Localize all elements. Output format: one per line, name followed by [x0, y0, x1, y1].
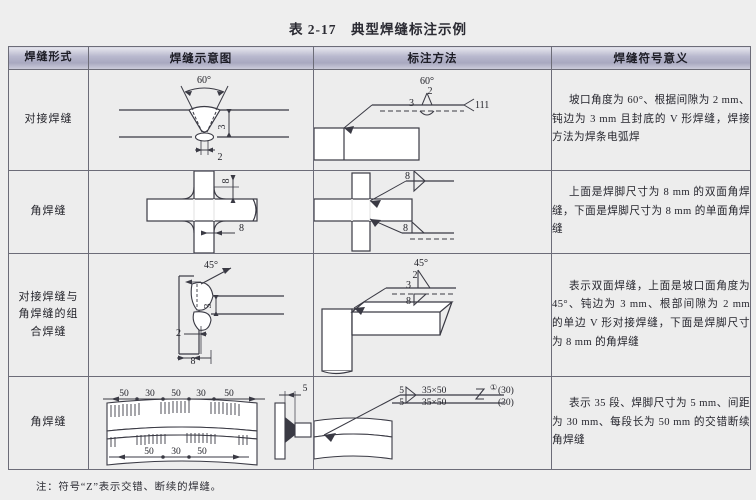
cell-meaning-3: 表示双面焊缝，上面是坡口面角度为 45°、钝边为 3 mm、根部间隙为 2 mm…: [551, 253, 751, 377]
annot-label-leg-bottom-4: 5: [399, 398, 404, 408]
weld-symbol-table: 焊缝形式 焊缝示意图 标注方法 焊缝符号意义 对接焊缝: [8, 46, 751, 470]
page-title: 表 2-17 典型焊缝标注示例: [0, 18, 756, 38]
column-header-annotation-method: 标注方法: [313, 46, 552, 70]
meaning-text-3: 表示双面焊缝，上面是坡口面角度为 45°、钝边为 3 mm、根部间隙为 2 mm…: [552, 280, 750, 348]
dim-label-seg-bottom-3: 50: [197, 447, 207, 457]
meaning-text-1: 坡口角度为 60°、根据间隙为 2 mm、钝边为 3 mm 且封底的 V 形焊缝…: [552, 95, 750, 144]
annot-label-groove-angle: 60°: [420, 76, 434, 87]
cell-weld-diagram-4: 50 30 50 30 50 50 30 50 5: [88, 376, 314, 470]
table-row: 角焊缝: [8, 170, 751, 254]
cell-annotation-2: 8 8: [313, 170, 552, 254]
figure-butt-weld-annotation: 60° 2 3 111: [314, 70, 551, 170]
cell-weld-form-4: 角焊缝: [8, 376, 89, 470]
cell-meaning-1: 坡口角度为 60°、根据间隙为 2 mm、钝边为 3 mm 且封底的 V 形焊缝…: [551, 69, 751, 171]
annot-label-stagger-sup: ①: [490, 383, 497, 392]
dim-label-root-gap: 2: [218, 152, 223, 163]
figure-staggered-intermittent-fillet: 50 30 50 30 50 50 30 50 5: [89, 377, 313, 469]
dim-label-root-face: 3: [217, 125, 228, 130]
figure-combined-weld-section: 45° 3 2 8: [89, 254, 313, 376]
annot-label-bevel-angle: 45°: [414, 258, 428, 269]
dim-label-seg-bottom-1: 50: [144, 447, 154, 457]
dim-label-root-face-3: 3: [203, 304, 214, 309]
weld-form-line-3: 合焊缝: [30, 325, 67, 338]
figure-fillet-cross-joint: 8 8: [89, 171, 313, 253]
cell-weld-form-1: 对接焊缝: [8, 69, 89, 171]
dim-label-seg-top-2: 30: [145, 389, 155, 399]
table-row: 对接焊缝与 角焊缝的组 合焊缝: [8, 253, 751, 377]
annot-label-root-face-3: 2: [413, 270, 418, 281]
annot-label-root-gap: 3: [409, 98, 414, 109]
annot-label-leg-top-4: 5: [399, 386, 404, 396]
dim-label-seg-top-3: 50: [171, 389, 181, 399]
dim-label-seg-top-4: 30: [196, 389, 206, 399]
figure-fillet-cross-annotation: 8 8: [314, 171, 551, 253]
cell-meaning-2: 上面是焊脚尺寸为 8 mm 的双面角焊缝，下面是焊脚尺寸为 8 mm 的单面角焊…: [551, 170, 751, 254]
annot-label-root-face: 2: [428, 86, 433, 97]
cell-annotation-1: 60° 2 3 111: [313, 69, 552, 171]
annot-label-leg-bottom: 8: [403, 223, 408, 234]
cell-weld-diagram-1: 60° 3 2: [88, 69, 314, 171]
cell-weld-diagram-3: 45° 3 2 8: [88, 253, 314, 377]
annot-label-leg-top: 8: [405, 171, 410, 182]
table-header-row: 焊缝形式 焊缝示意图 标注方法 焊缝符号意义: [8, 46, 751, 70]
column-header-weld-form: 焊缝形式: [8, 46, 89, 70]
figure-butt-weld-section: 60° 3 2: [89, 70, 313, 170]
annot-label-root-gap-3: 3: [406, 280, 411, 291]
annot-label-seglen-top: 35×50: [422, 386, 447, 396]
dim-label-fillet-leg-3: 8: [191, 356, 196, 367]
dim-label-seg-top-1: 50: [119, 389, 129, 399]
title-text: 表 2-17 典型焊缝标注示例: [288, 22, 468, 37]
annot-label-fillet-leg-3: 8: [406, 296, 411, 307]
annot-label-pitch-bottom: (30): [498, 397, 514, 408]
weld-form-line-1: 对接焊缝与: [18, 291, 79, 304]
dim-label-seg-bottom-2: 30: [171, 447, 181, 457]
column-header-weld-diagram: 焊缝示意图: [88, 46, 314, 70]
cell-annotation-3: 45° 2 3 8: [313, 253, 552, 377]
table-row: 对接焊缝: [8, 69, 751, 171]
cell-weld-diagram-2: 8 8: [88, 170, 314, 254]
cell-weld-form-2: 角焊缝: [8, 170, 89, 254]
dim-label-leg-top: 8: [221, 179, 232, 184]
meaning-text-2: 上面是焊脚尺寸为 8 mm 的双面角焊缝，下面是焊脚尺寸为 8 mm 的单面角焊…: [552, 187, 750, 236]
annot-label-seglen-bottom: 35×50: [422, 398, 447, 408]
cell-weld-form-3: 对接焊缝与 角焊缝的组 合焊缝: [8, 253, 89, 377]
cell-meaning-4: 表示 35 段、焊脚尺寸为 5 mm、间距为 30 mm、每段长为 50 mm …: [551, 376, 751, 470]
annot-label-process-code: 111: [475, 100, 489, 111]
table-footnote: 注：符号“Z”表示交错、断续的焊缝。: [36, 482, 222, 493]
weld-form-line-2: 角焊缝的组: [18, 308, 79, 321]
annot-label-pitch-top: (30): [498, 385, 514, 396]
cell-annotation-4: 5 5 35×50 35×50 ① (30) (30): [313, 376, 552, 470]
dim-label-groove-angle: 60°: [197, 75, 211, 86]
table-row: 角焊缝: [8, 376, 751, 470]
figure-intermittent-annotation: 5 5 35×50 35×50 ① (30) (30): [314, 377, 551, 469]
dim-label-side-leg: 5: [303, 384, 308, 394]
figure-combined-weld-annotation: 45° 2 3 8: [314, 254, 551, 376]
dim-label-root-gap-3: 2: [176, 328, 181, 339]
meaning-text-4: 表示 35 段、焊脚尺寸为 5 mm、间距为 30 mm、每段长为 50 mm …: [552, 398, 750, 447]
dim-label-leg-bottom: 8: [239, 223, 244, 234]
dim-label-seg-top-5: 50: [224, 389, 234, 399]
column-header-symbol-meaning: 焊缝符号意义: [551, 46, 751, 70]
dim-label-bevel-angle: 45°: [204, 260, 218, 271]
